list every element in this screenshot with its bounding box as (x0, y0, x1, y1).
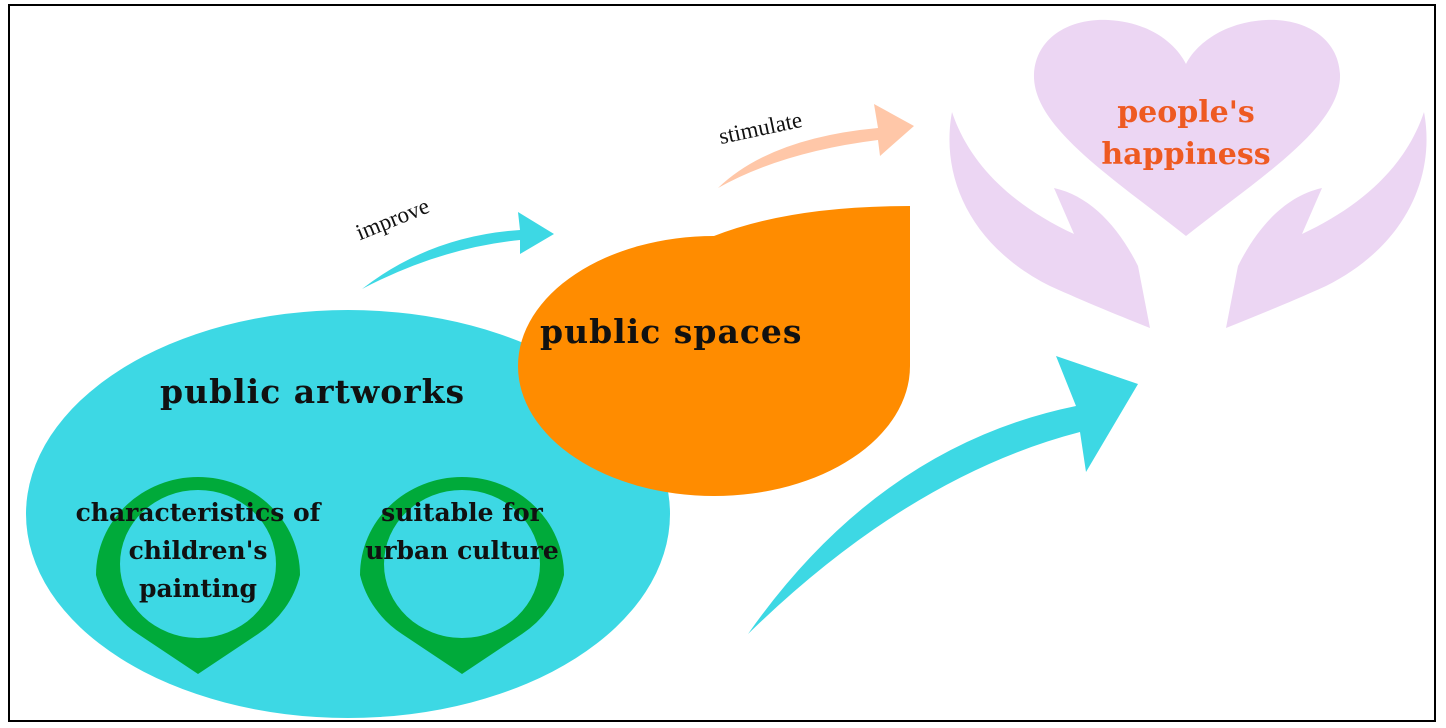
happiness-heart (1033, 19, 1341, 236)
left-hand-shape (949, 112, 1150, 328)
children-painting-label: characteristics of children's painting (75, 498, 321, 603)
right-hand-shape (1226, 112, 1427, 328)
happiness-label: people's happiness (1101, 95, 1271, 172)
urban-culture-label: suitable for urban culture (365, 498, 559, 565)
public-artworks-ellipse (26, 310, 670, 718)
improve-arrow (362, 212, 554, 289)
children-painting-ring (96, 477, 300, 674)
large-cyan-arrow (748, 356, 1138, 634)
public-artworks-label: public artworks (160, 372, 466, 411)
diagram-canvas (26, 19, 1427, 718)
urban-culture-ring (360, 477, 564, 674)
diagram-frame: public artworks characteristics of child… (8, 4, 1436, 722)
public-spaces-label: public spaces (540, 312, 803, 351)
stimulate-arrow (718, 104, 914, 188)
public-spaces-shape (518, 206, 910, 496)
